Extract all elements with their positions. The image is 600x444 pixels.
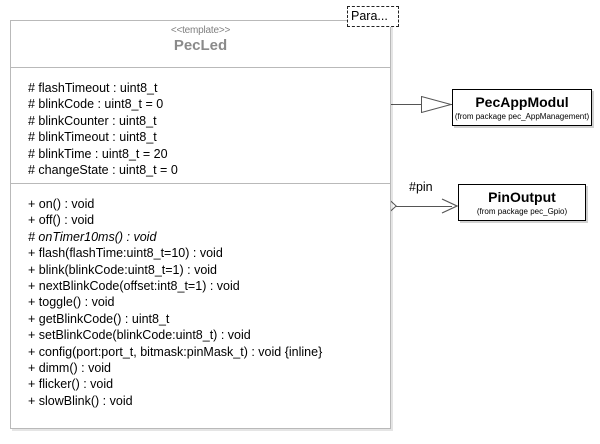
operations-compartment: + on() : void + off() : void # onTimer10… xyxy=(11,184,390,428)
aggregation-arrowhead-icon xyxy=(440,197,460,215)
attributes-compartment: # flashTimeout : uint8_t # blinkCode : u… xyxy=(11,68,390,184)
ref-class-package: (from package pec_AppManagement) xyxy=(454,112,590,121)
operation-row: + config(port:port_t, bitmask:pinMask_t)… xyxy=(28,344,323,359)
operation-row: + flash(flashTime:uint8_t=10) : void xyxy=(28,246,223,261)
attribute-row: # changeState : uint8_t = 0 xyxy=(28,163,178,178)
aggregation-connector-line xyxy=(396,206,452,207)
attribute-row: # blinkCounter : uint8_t xyxy=(28,113,157,128)
operation-row: + setBlinkCode(blinkCode:uint8_t) : void xyxy=(28,328,251,343)
operation-row: + getBlinkCode() : uint8_t xyxy=(28,311,170,326)
attribute-row: # flashTimeout : uint8_t xyxy=(28,81,158,95)
template-parameter-box[interactable]: Para... xyxy=(347,6,399,27)
class-name: PecLed xyxy=(173,37,228,54)
operation-row: + off() : void xyxy=(28,213,95,228)
attribute-row: # blinkCode : uint8_t = 0 xyxy=(28,97,164,112)
class-box-pinoutput[interactable]: PinOutput (from package pec_Gpio) xyxy=(458,184,586,221)
class-box-pecled[interactable]: <<template>> PecLed # flashTimeout : uin… xyxy=(10,20,391,429)
operation-row: + dimm() : void xyxy=(28,361,112,376)
class-name-compartment: <<template>> PecLed xyxy=(11,21,390,68)
ref-class-name: PecAppModul xyxy=(475,94,569,110)
class-stereotype: <<template>> xyxy=(170,25,231,36)
attribute-row: # blinkTime : uint8_t = 20 xyxy=(28,146,168,161)
operation-row: # onTimer10ms() : void xyxy=(28,229,157,244)
attribute-row: # blinkTimeout : uint8_t xyxy=(28,130,157,145)
class-box-pecappmodul[interactable]: PecAppModul (from package pec_AppManagem… xyxy=(452,89,592,126)
operation-row: + toggle() : void xyxy=(28,295,115,310)
operation-row: + on() : void xyxy=(28,197,95,211)
generalization-connector-line xyxy=(391,104,422,105)
operation-row: + blink(blinkCode:uint8_t=1) : void xyxy=(28,262,218,277)
operation-row: + slowBlink() : void xyxy=(28,393,133,408)
ref-class-package: (from package pec_Gpio) xyxy=(476,207,568,216)
operation-row: + flicker() : void xyxy=(28,377,114,392)
operation-row: + nextBlinkCode(offset:int8_t=1) : void xyxy=(28,279,240,294)
association-label-pin: #pin xyxy=(409,180,433,194)
ref-class-name: PinOutput xyxy=(488,189,556,205)
